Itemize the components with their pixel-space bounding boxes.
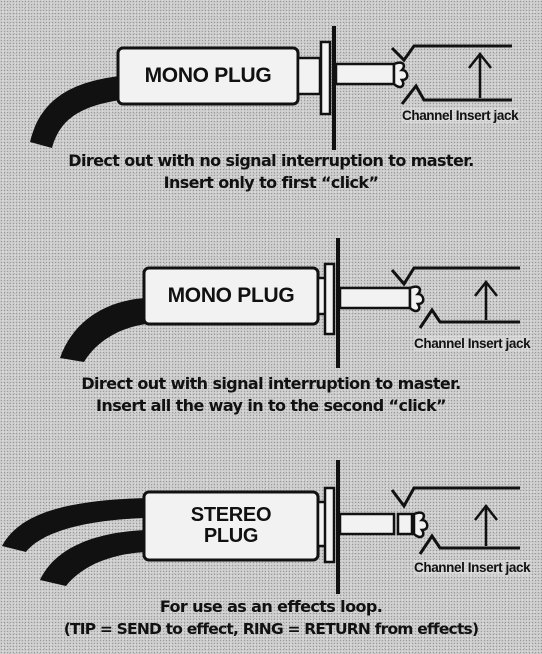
stereo-plug-effects-loop-drawing — [2, 460, 520, 594]
jack-label: Channel Insert jack — [414, 336, 531, 351]
contact-arrow-head — [468, 51, 492, 69]
caption: Direct out with no signal interruption t… — [0, 150, 542, 194]
plug-tip — [408, 285, 425, 313]
caption: For use as an effects loop. (TIP = SEND … — [0, 596, 542, 640]
ring-contact — [390, 266, 520, 287]
diagram-panel-3: STEREO PLUG Channel Insert jack For use … — [0, 448, 542, 654]
plug-tip — [412, 511, 429, 539]
caption-line-1: For use as an effects loop. — [159, 597, 383, 616]
caption-line-2: Insert only to first “click” — [163, 173, 379, 192]
ring-contact — [390, 44, 512, 63]
cable — [60, 298, 146, 362]
caption-line-1: Direct out with no signal interruption t… — [68, 151, 474, 170]
plug-collar — [296, 56, 322, 96]
jack-label: Channel Insert jack — [402, 108, 519, 123]
plug-label: STEREO PLUG — [190, 504, 272, 547]
diagram-panel-1: MONO PLUG Channel Insert jack Direct out… — [0, 0, 542, 215]
contact-arrow-head — [474, 279, 498, 297]
cable-send — [2, 498, 146, 552]
diagram-panel-2: MONO PLUG Channel Insert jack Direct out… — [0, 228, 542, 438]
contact-arrow-head — [474, 503, 498, 521]
plug-sleeve — [338, 286, 412, 310]
plug-tip — [392, 61, 409, 89]
mono-plug-first-click-drawing — [30, 26, 512, 150]
tip-contact — [418, 533, 520, 555]
jack-panel-plate — [323, 262, 336, 336]
caption-line-1: Direct out with signal interruption to m… — [81, 374, 461, 393]
tip-contact — [400, 83, 512, 105]
tip-contact — [418, 307, 520, 329]
caption: Direct out with signal interruption to m… — [0, 373, 542, 417]
caption-line-2: Insert all the way in to the second “cli… — [96, 396, 447, 415]
cable — [30, 76, 120, 148]
jack-panel-plate — [323, 486, 336, 564]
plug-label: MONO PLUG — [167, 283, 295, 307]
jack-panel-plate — [319, 40, 332, 116]
plug-sleeve — [338, 512, 396, 536]
plug-sleeve — [334, 62, 396, 86]
ring-contact — [390, 486, 520, 509]
cable-return — [40, 530, 146, 586]
plug-ring — [396, 512, 414, 536]
mono-plug-second-click-drawing — [60, 238, 520, 368]
plug-label: MONO PLUG — [144, 63, 272, 87]
jack-label: Channel Insert jack — [414, 560, 531, 575]
caption-line-2: (TIP = SEND to effect, RING = RETURN fro… — [63, 620, 479, 638]
